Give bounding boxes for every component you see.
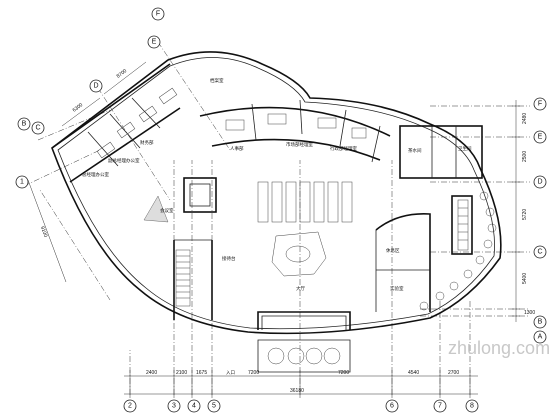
dim-right-2: 2500 [522, 151, 528, 162]
label-entrance: 入口 [226, 370, 235, 376]
dim-right-1: 2480 [522, 113, 528, 124]
stairs [175, 199, 469, 307]
furniture [96, 87, 497, 373]
bubble-left-1: 1 [20, 179, 24, 186]
building-shell [51, 51, 502, 335]
bubble-top-E: E [152, 39, 157, 46]
bubble-B: B [538, 319, 543, 326]
label-lab: 实验室 [390, 285, 404, 292]
label-pantry: 茶水间 [408, 147, 422, 154]
room-labels: 总经理办公室 副总经理办公室 财务部 人事部 市场部经理室 行政部经理室 接待台… [82, 77, 472, 376]
bubble-top-F: F [156, 11, 160, 18]
bubble-left-C: C [35, 125, 40, 132]
dim-right-3: 5720 [522, 209, 528, 220]
dim-bottom-7: 2700 [448, 370, 459, 376]
label-lobby: 大厅 [296, 285, 305, 292]
label-meeting: 会议室 [160, 207, 174, 214]
dim-bottom-2: 2100 [176, 370, 187, 376]
bubble-4: 4 [192, 403, 196, 410]
bubble-left-B: B [22, 121, 27, 128]
dim-bottom-total: 36180 [290, 388, 304, 394]
dim-bottom-6: 4540 [408, 370, 419, 376]
dim-top-2: 8700 [116, 68, 129, 80]
dim-bottom-1: 2400 [146, 370, 157, 376]
label-toilet: 卫生间 [458, 145, 472, 152]
bubble-A: A [538, 334, 543, 341]
dim-right-4: 5400 [522, 273, 528, 284]
grid-bubbles-left: 1 C B [15, 117, 45, 189]
dim-left-1: 9100 [39, 226, 49, 239]
bottom-dimensions: 2400 2100 1675 7200 7200 4540 2700 36180 [124, 370, 478, 398]
bubble-3: 3 [172, 403, 176, 410]
watermark: zhulong.com [448, 338, 550, 358]
dim-top-1: 6300 [72, 102, 85, 114]
bubble-6: 6 [390, 403, 394, 410]
bubble-D: D [537, 179, 542, 186]
label-office-5: 市场部经理室 [286, 141, 313, 148]
interior-walls [51, 63, 483, 320]
grid-bubbles-right: A B C D E F [533, 97, 547, 344]
bubble-8: 8 [470, 403, 474, 410]
label-reception: 接待台 [222, 255, 236, 262]
bubble-C: C [537, 249, 542, 256]
dim-bottom-4: 7200 [248, 370, 259, 376]
bubble-top-D: D [93, 83, 98, 90]
grid-bubbles-top: F E D [89, 7, 165, 93]
bubble-7: 7 [438, 403, 442, 410]
label-office-4: 人事部 [230, 145, 244, 152]
label-office-1: 总经理办公室 [82, 171, 109, 178]
dim-bottom-5: 7200 [338, 370, 349, 376]
bubble-5: 5 [212, 403, 216, 410]
dim-bottom-3: 1675 [196, 370, 207, 376]
bubble-F: F [538, 101, 542, 108]
label-lounge: 休息区 [386, 247, 400, 254]
grid-bubbles-bottom: 2 3 4 5 6 7 8 [123, 399, 479, 413]
dim-right-5: 1300 [524, 310, 535, 316]
bubble-E: E [538, 134, 543, 141]
right-dimensions: 2480 2500 5720 5400 1300 [512, 100, 535, 322]
label-office-6: 行政部经理室 [330, 145, 357, 152]
label-office-2: 副总经理办公室 [108, 157, 140, 164]
label-office-3: 财务部 [140, 139, 154, 146]
bubble-2: 2 [128, 403, 132, 410]
left-top-dimensions: 9100 6300 8700 [27, 61, 147, 283]
label-archive: 档案室 [210, 77, 224, 84]
